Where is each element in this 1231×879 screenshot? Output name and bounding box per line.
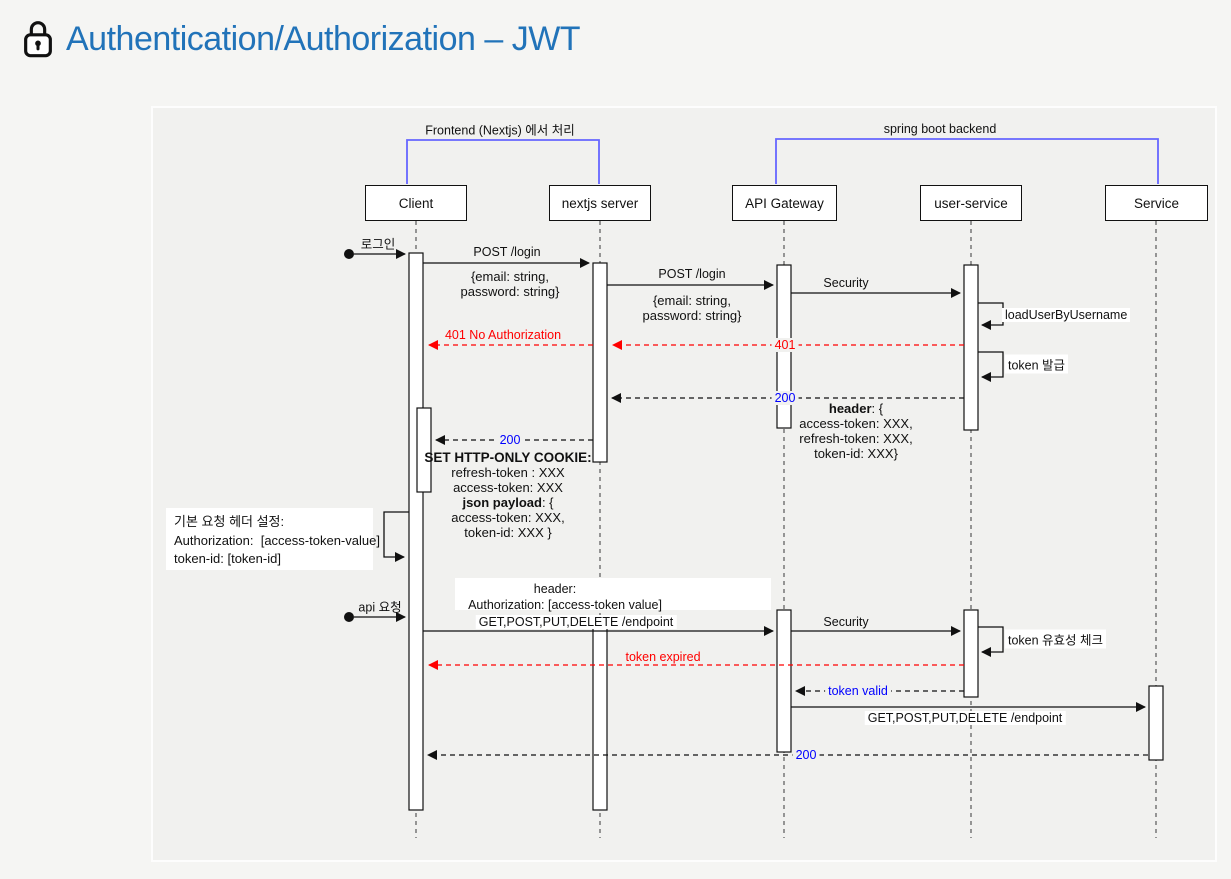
participant-userservice-label: user-service (934, 195, 1008, 211)
message-get-endpoint-service: GET,POST,PUT,DELETE /endpoint (864, 711, 1066, 725)
request-header-line2: Authorization: [access-token value] (468, 598, 662, 612)
post-login-fwd-body-line2: password: string} (642, 308, 742, 323)
message-200-backend: 200 (771, 391, 799, 405)
group-label-backend: spring boot backend (883, 122, 997, 136)
message-token-expired: token expired (622, 650, 704, 664)
participant-gateway-label: API Gateway (745, 195, 824, 211)
default-header-line1: 기본 요청 헤더 설정: (174, 514, 285, 529)
message-security: Security (823, 276, 869, 290)
post-login-body-line1: {email: string, (470, 269, 550, 284)
participant-service-label: Service (1133, 195, 1179, 211)
message-post-login-body: {email: string, password: string} (461, 269, 560, 299)
page-header: Authentication/Authorization – JWT (18, 16, 581, 62)
message-get-endpoint: GET,POST,PUT,DELETE /endpoint (475, 615, 677, 629)
message-post-login-fwd: POST /login (658, 267, 726, 281)
set-cookie-json-rest: : { (541, 495, 554, 510)
set-cookie-line5: access-token: XXX, (451, 510, 565, 525)
participant-nextjs-server: nextjs server (549, 185, 651, 221)
note-set-cookie: SET HTTP-ONLY COOKIE: refresh-token : XX… (424, 450, 591, 540)
token-header-line1: header: { (799, 401, 912, 416)
participant-nextjs-label: nextjs server (561, 195, 639, 211)
set-cookie-line3: access-token: XXX (453, 480, 563, 495)
participant-service: Service (1105, 185, 1208, 221)
token-header-line4: token-id: XXX} (814, 446, 898, 461)
token-header-line2: access-token: XXX, (799, 416, 913, 431)
message-token-issue: token 발급 (1005, 354, 1069, 374)
default-header-line2: Authorization: [access-token-value] (174, 532, 380, 548)
post-login-body-line2: password: string} (460, 284, 560, 299)
group-label-frontend: Frontend (Nextjs) 에서 처리 (425, 123, 575, 138)
participant-client: Client (365, 185, 467, 221)
message-login: 로그인 (360, 237, 396, 252)
default-header-line3: token-id: [token-id] (174, 551, 281, 566)
message-token-validity-check: token 유효성 체크 (1005, 629, 1107, 649)
page-title: Authentication/Authorization – JWT (66, 19, 581, 58)
lock-icon (24, 21, 52, 58)
message-load-user-by-username: loadUserByUsername (1002, 308, 1131, 322)
set-cookie-title: SET HTTP-ONLY COOKIE: (424, 450, 592, 465)
token-header-rest: : { (871, 401, 884, 416)
note-request-header-box (455, 578, 771, 610)
token-header-line3: refresh-token: XXX, (799, 431, 913, 446)
participant-client-label: Client (398, 195, 434, 211)
message-post-login-fwd-body: {email: string, password: string} (643, 293, 742, 323)
request-header-line1: header: (533, 582, 577, 596)
note-default-header: 기본 요청 헤더 설정: Authorization: [access-toke… (166, 508, 380, 570)
set-cookie-json-keyword: json payload (462, 495, 542, 510)
post-login-fwd-body-line1: {email: string, (652, 293, 732, 308)
set-cookie-line6: token-id: XXX } (464, 525, 552, 540)
diagram-panel (151, 106, 1217, 862)
token-header-keyword: header (828, 401, 872, 416)
participant-user-service: user-service (920, 185, 1022, 221)
message-token-valid: token valid (825, 684, 891, 698)
message-401-no-authorization: 401 No Authorization (444, 328, 562, 342)
message-200-frontend: 200 (496, 433, 524, 447)
set-cookie-line2: refresh-token : XXX (451, 465, 565, 480)
message-api-request: api 요청 (358, 600, 402, 615)
message-security-2: Security (823, 615, 869, 629)
note-token-header: header: { access-token: XXX, refresh-tok… (799, 401, 912, 461)
message-401: 401 (771, 338, 799, 352)
message-200-final: 200 (792, 748, 820, 762)
message-post-login: POST /login (473, 245, 541, 259)
participant-api-gateway: API Gateway (732, 185, 837, 221)
set-cookie-line4: json payload: { (424, 495, 591, 510)
